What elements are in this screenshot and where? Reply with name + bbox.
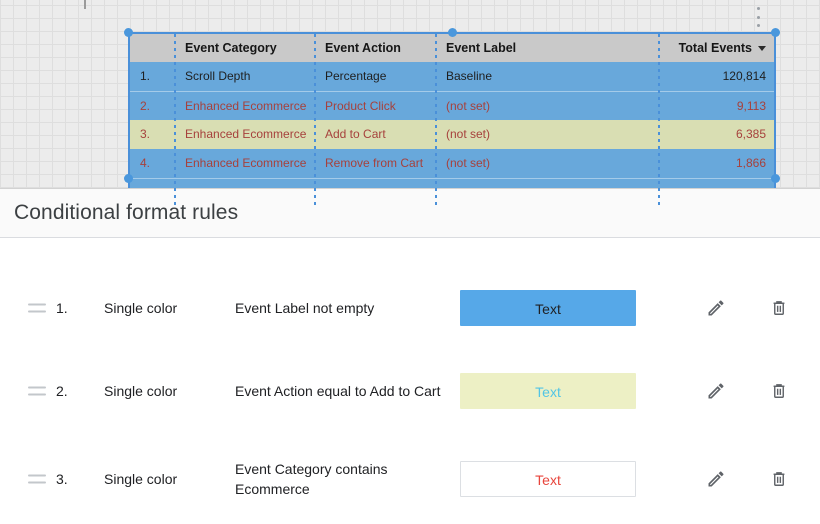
format-rule-row: 1. Single color Event Label not empty Te… [0, 282, 820, 334]
table-row: 2. Enhanced Ecommerce Product Click (not… [130, 91, 774, 120]
cell-event-action: Add to Cart [325, 127, 386, 141]
pencil-icon [708, 471, 724, 487]
cell-total-events: 1,866 [735, 156, 766, 170]
column-guide [314, 34, 316, 207]
rule-type: Single color [104, 471, 178, 487]
cell-event-action: Product Click [325, 99, 396, 113]
report-canvas[interactable]: Event Category Event Action Event Label … [0, 0, 820, 207]
panel-header: Conditional format rules [0, 189, 820, 238]
header-event-category: Event Category [185, 41, 277, 55]
edit-rule-button[interactable] [703, 378, 729, 404]
trash-icon [773, 384, 785, 398]
rule-number: 1. [56, 300, 68, 316]
table-row: 1. Scroll Depth Percentage Baseline 120,… [130, 62, 774, 91]
resize-handle-top-left[interactable] [124, 28, 133, 37]
cell-event-label: (not set) [446, 99, 491, 113]
drag-handle-icon[interactable] [28, 386, 46, 396]
resize-handle-right[interactable] [771, 174, 780, 183]
resize-handle-top-center[interactable] [448, 28, 457, 37]
resize-handle-top-right[interactable] [771, 28, 780, 37]
table-row: 4. Enhanced Ecommerce Remove from Cart (… [130, 149, 774, 178]
page-boundary-tick [84, 0, 86, 9]
edit-rule-button[interactable] [703, 466, 729, 492]
cell-event-category: Enhanced Ecommerce [185, 156, 307, 170]
kebab-menu-icon[interactable] [753, 7, 763, 27]
drag-handle-icon[interactable] [28, 474, 46, 484]
conditional-format-panel: Conditional format rules 1. Single color… [0, 188, 820, 524]
drag-handle-icon[interactable] [28, 303, 46, 313]
rule-number: 3. [56, 471, 68, 487]
header-event-label: Event Label [446, 41, 517, 55]
header-total-events[interactable]: Total Events [660, 34, 774, 62]
resize-handle-left[interactable] [124, 174, 133, 183]
format-rule-row: 2. Single color Event Action equal to Ad… [0, 365, 820, 417]
panel-title: Conditional format rules [14, 201, 239, 224]
cell-event-label: (not set) [446, 127, 491, 141]
rule-condition: Event Action equal to Add to Cart [235, 383, 441, 399]
column-guide [435, 34, 437, 207]
rule-condition: Event Category contains Ecommerce [235, 461, 388, 497]
rule-color-swatch: Text [460, 290, 636, 326]
rule-color-swatch: Text [460, 373, 636, 409]
trash-icon [773, 472, 785, 486]
rule-color-swatch: Text [460, 461, 636, 497]
row-index: 3. [140, 127, 151, 141]
column-guide [658, 34, 660, 207]
cell-event-category: Enhanced Ecommerce [185, 127, 307, 141]
cell-event-label: (not set) [446, 156, 491, 170]
pencil-icon [708, 300, 724, 316]
rule-type: Single color [104, 300, 178, 316]
row-index: 2. [140, 99, 151, 113]
events-table[interactable]: Event Category Event Action Event Label … [128, 32, 776, 207]
cell-event-category: Scroll Depth [185, 69, 251, 83]
table-header-row: Event Category Event Action Event Label … [130, 34, 774, 62]
edit-rule-button[interactable] [703, 295, 729, 321]
cell-event-action: Remove from Cart [325, 156, 424, 170]
delete-rule-button[interactable] [766, 295, 792, 321]
cell-total-events: 9,113 [736, 99, 766, 113]
row-index: 4. [140, 156, 151, 170]
cell-event-action: Percentage [325, 69, 387, 83]
trash-icon [773, 301, 785, 315]
header-event-action: Event Action [325, 41, 401, 55]
rule-condition: Event Label not empty [235, 300, 375, 316]
rule-number: 2. [56, 383, 68, 399]
format-rule-row: 3. Single color Event Category contains … [0, 453, 820, 505]
rule-type: Single color [104, 383, 178, 399]
pencil-icon [708, 383, 724, 399]
column-guide [174, 34, 176, 207]
header-index [130, 34, 176, 62]
sort-desc-icon [758, 46, 766, 51]
delete-rule-button[interactable] [766, 378, 792, 404]
cell-total-events: 120,814 [722, 69, 766, 83]
cell-total-events: 6,385 [735, 127, 766, 141]
cell-event-category: Enhanced Ecommerce [185, 99, 307, 113]
row-index: 1. [140, 69, 151, 83]
cell-event-label: Baseline [446, 69, 493, 83]
table-row: 3. Enhanced Ecommerce Add to Cart (not s… [130, 120, 774, 149]
delete-rule-button[interactable] [766, 466, 792, 492]
